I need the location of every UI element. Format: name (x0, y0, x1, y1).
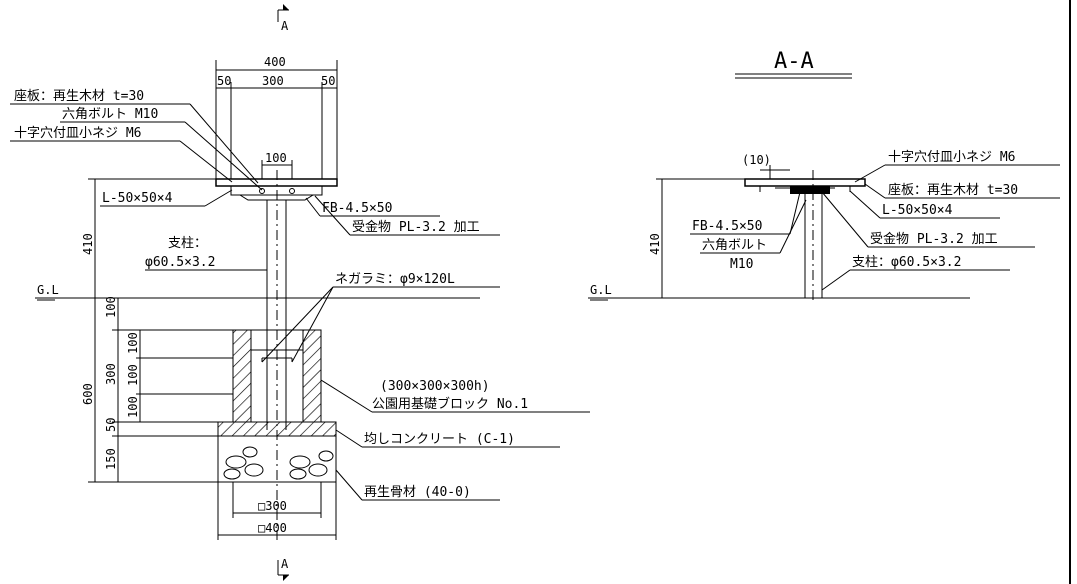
dim-100-b: 100 (126, 364, 140, 386)
label-angle: L-50×50×4 (102, 191, 173, 206)
right-section-view: A-A G.L 410 (10) (588, 49, 1060, 301)
label-seat-plate: 座板：再生木材 t=30 (14, 89, 144, 104)
label-hex-bolt-right: 六角ボルト (702, 238, 767, 253)
label-anchor: ネガラミ：φ9×120L (335, 272, 455, 287)
left-elevation-view: A A 400 50 300 50 100 (10, 4, 590, 581)
label-angle-right: L-50×50×4 (882, 203, 953, 218)
bolt-hole-left (259, 188, 265, 194)
dim-50: 50 (104, 418, 118, 432)
leveling-concrete (217, 421, 337, 437)
label-block-size: (300×300×300h) (380, 379, 490, 394)
dim-outer-400: □400 (258, 521, 287, 535)
label-hex-bolt: 六角ボルト M10 (62, 107, 158, 122)
label-flat-bar-right: FB-4.5×50 (692, 219, 762, 234)
label-screw: 十字穴付皿小ネジ M6 (14, 126, 141, 141)
gl-label-right: G.L (590, 283, 612, 297)
dim-gap-10: (10) (742, 153, 771, 167)
label-seat-plate-right: 座板：再生木材 t=30 (888, 183, 1018, 198)
gl-label-left: G.L (37, 283, 59, 297)
label-receiver: 受金物 PL-3.2 加工 (352, 219, 480, 235)
section-mark-bottom: A (277, 557, 289, 581)
label-block: 公園用基礎ブロック No.1 (372, 396, 528, 412)
dim-right-50: 50 (321, 74, 335, 88)
dim-150: 150 (104, 448, 118, 470)
label-post-2: φ60.5×3.2 (145, 255, 215, 270)
dim-inner-300: □300 (258, 499, 287, 513)
bolt-hole-right (289, 188, 295, 194)
label-flat-bar: FB-4.5×50 (322, 201, 392, 216)
left-leaders (10, 103, 590, 501)
dim-center-300: 300 (262, 74, 284, 88)
dim-left-50: 50 (217, 74, 231, 88)
label-aggregate: 再生骨材 (40-0) (364, 485, 471, 500)
section-mark-top: A (277, 4, 289, 33)
dim-100-a: 100 (126, 332, 140, 354)
dim-100-c: 100 (126, 396, 140, 418)
dim-height-410: 410 (81, 233, 95, 255)
section-letter-bottom: A (281, 557, 289, 571)
dim-100-top: 100 (104, 296, 118, 318)
bottom-dimensions: □300 □400 (217, 482, 337, 540)
label-screw-right: 十字穴付皿小ネジ M6 (888, 150, 1015, 165)
label-hex-bolt-size-right: M10 (730, 257, 753, 272)
label-post-right: 支柱：φ60.5×3.2 (852, 255, 961, 270)
label-receiver-right: 受金物 PL-3.2 加工 (870, 231, 998, 247)
label-post-1: 支柱： (168, 236, 207, 251)
foundation-block (232, 329, 322, 423)
section-letter-top: A (281, 19, 289, 33)
top-dimensions: 400 50 300 50 100 (215, 55, 338, 180)
dim-pipe-100: 100 (265, 151, 287, 165)
dim-depth-600: 600 (81, 383, 95, 405)
section-title: A-A (774, 49, 814, 74)
seat-plate-right (744, 178, 866, 187)
dim-300: 300 (104, 363, 118, 385)
aggregate-layer (217, 435, 337, 483)
dim-overall-400: 400 (264, 55, 286, 69)
label-leveling: 均しコンクリート (C-1) (364, 432, 515, 447)
dim-height-410-right: 410 (648, 233, 662, 255)
left-vertical-dimensions: 410 600 100 300 50 150 100 100 100 (81, 178, 233, 483)
receiver-right (790, 186, 830, 194)
